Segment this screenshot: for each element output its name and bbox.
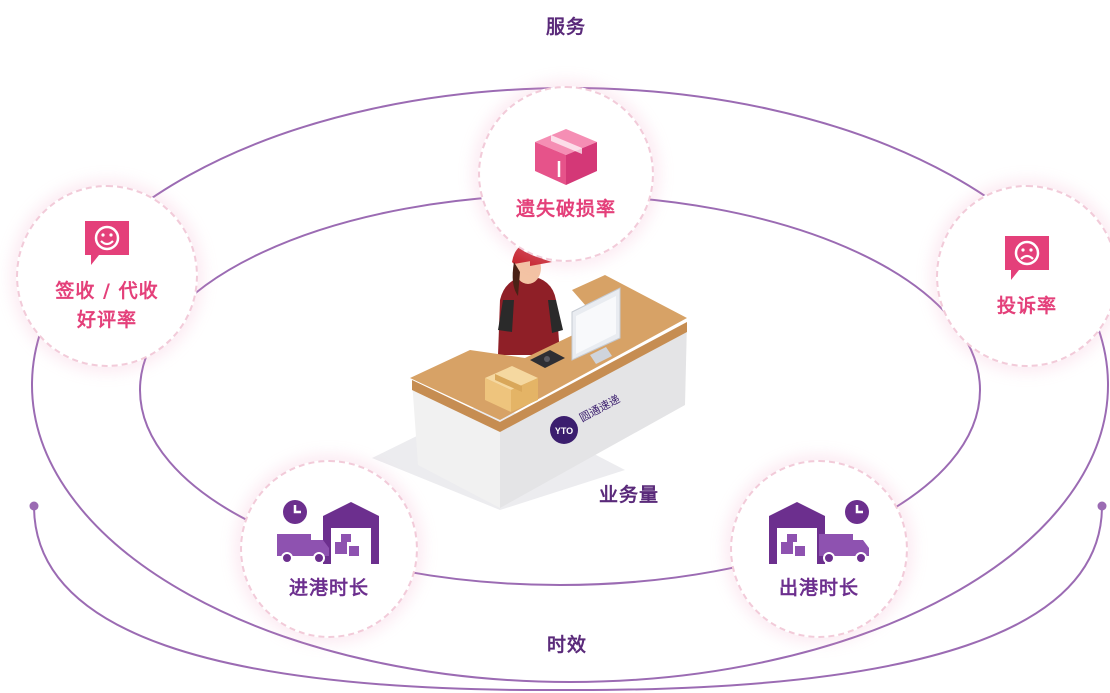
desk-side	[500, 322, 687, 508]
time-arc	[33, 505, 1103, 692]
node-damage-label: 遗失破损率	[515, 197, 616, 220]
warehouse-to-truck-icon	[769, 499, 869, 564]
frown-chat-icon	[1005, 235, 1049, 280]
front-desk-illustration: YTO 圆通速递	[372, 243, 687, 510]
ring-label-volume: 业务量	[598, 484, 660, 506]
ring-label-service: 服务	[545, 16, 587, 38]
truck-to-warehouse-icon	[277, 499, 379, 564]
node-satisfaction-line2: 好评率	[76, 309, 137, 331]
node-complaint-rate: 投诉率	[936, 185, 1110, 367]
node-outbound-label: 出港时长	[778, 576, 859, 599]
parcel-on-desk	[485, 366, 538, 412]
time-arc-left-end	[29, 501, 39, 511]
node-complaint-label: 投诉率	[996, 294, 1057, 317]
node-outbound-duration: 出港时长	[730, 460, 908, 638]
node-satisfaction-line1: 签收 / 代收	[55, 280, 159, 302]
node-satisfaction: 签收 / 代收 好评率	[16, 185, 198, 367]
ring-label-time: 时效	[546, 634, 588, 656]
smile-chat-icon	[85, 221, 129, 265]
node-inbound-label: 进港时长	[288, 576, 369, 599]
clerk	[498, 243, 563, 355]
brand-logo	[550, 416, 578, 444]
time-arc-right-end	[1097, 501, 1107, 511]
brand-logo-text: YTO	[555, 426, 573, 436]
package-icon	[535, 128, 597, 185]
node-inbound-duration: 进港时长	[240, 460, 418, 638]
node-damage-rate: 遗失破损率	[478, 86, 654, 262]
